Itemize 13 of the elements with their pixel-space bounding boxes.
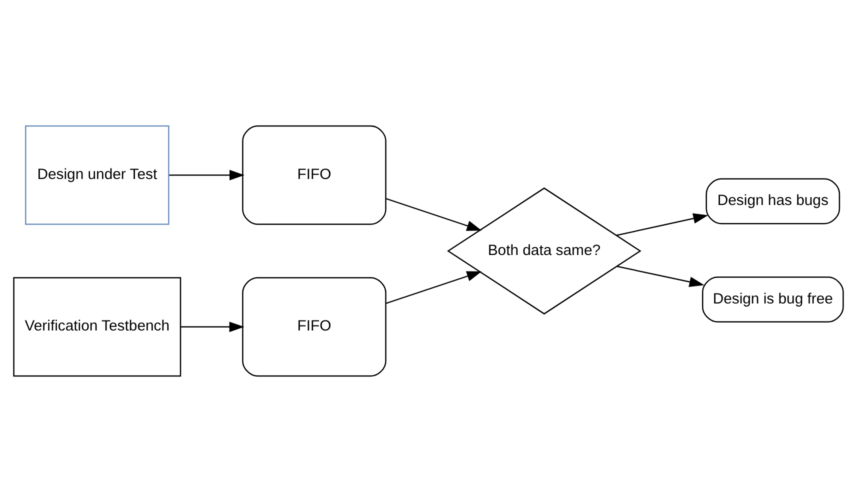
- arrow: [169, 169, 244, 180]
- arrow: [386, 270, 482, 304]
- arrow: [616, 212, 708, 236]
- arrow: [180, 321, 244, 332]
- node-box: FIFO: [242, 276, 386, 376]
- arrow: [386, 198, 482, 230]
- node-box: Verification Testbench: [13, 276, 182, 376]
- node-box: Design under Test: [25, 124, 170, 224]
- arrow: [616, 265, 704, 287]
- node-box: Design is bug free: [702, 276, 844, 322]
- node-diamond: Both data same?: [447, 186, 642, 314]
- node-box: FIFO: [242, 124, 386, 224]
- node-box: Design has bugs: [706, 178, 840, 224]
